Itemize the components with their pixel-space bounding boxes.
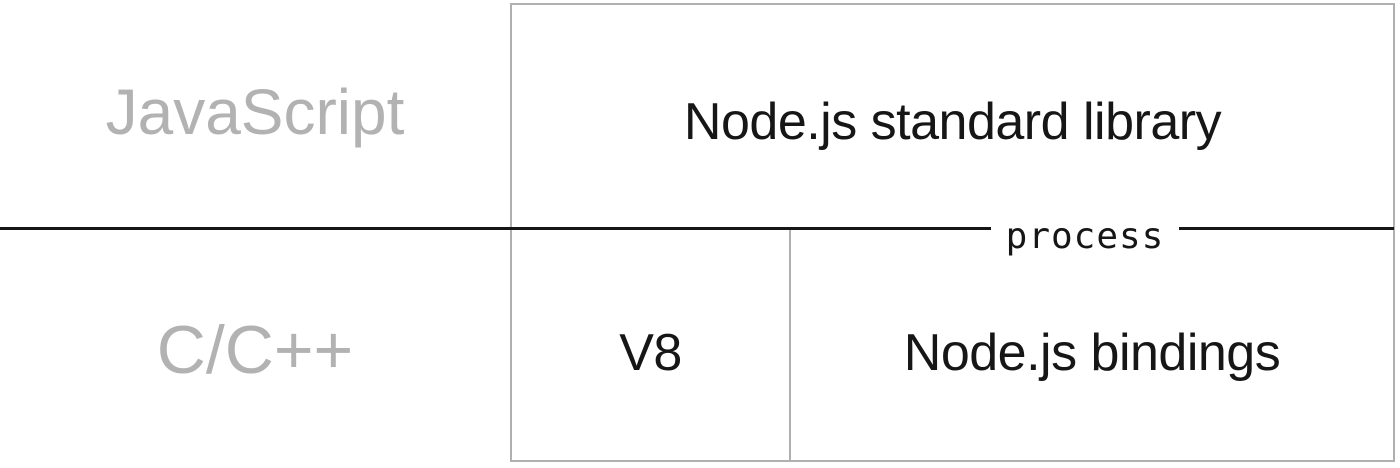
process-boundary-line (0, 227, 1394, 230)
standard-library-label: Node.js standard library (683, 92, 1222, 151)
v8-cell: V8 (512, 230, 789, 459)
cell-divider (789, 230, 791, 461)
javascript-layer-region: JavaScript (0, 0, 510, 224)
process-label: process (1005, 215, 1165, 257)
javascript-layer-label: JavaScript (105, 76, 405, 148)
standard-library-cell: Node.js standard library (512, 5, 1393, 226)
bindings-cell: Node.js bindings (791, 230, 1393, 459)
cpp-layer-label: C/C++ (156, 311, 354, 388)
bindings-label: Node.js bindings (903, 323, 1281, 382)
v8-label: V8 (619, 323, 682, 382)
cpp-layer-region: C/C++ (0, 230, 510, 461)
process-label-box: process (991, 210, 1179, 262)
architecture-box (510, 3, 1395, 462)
